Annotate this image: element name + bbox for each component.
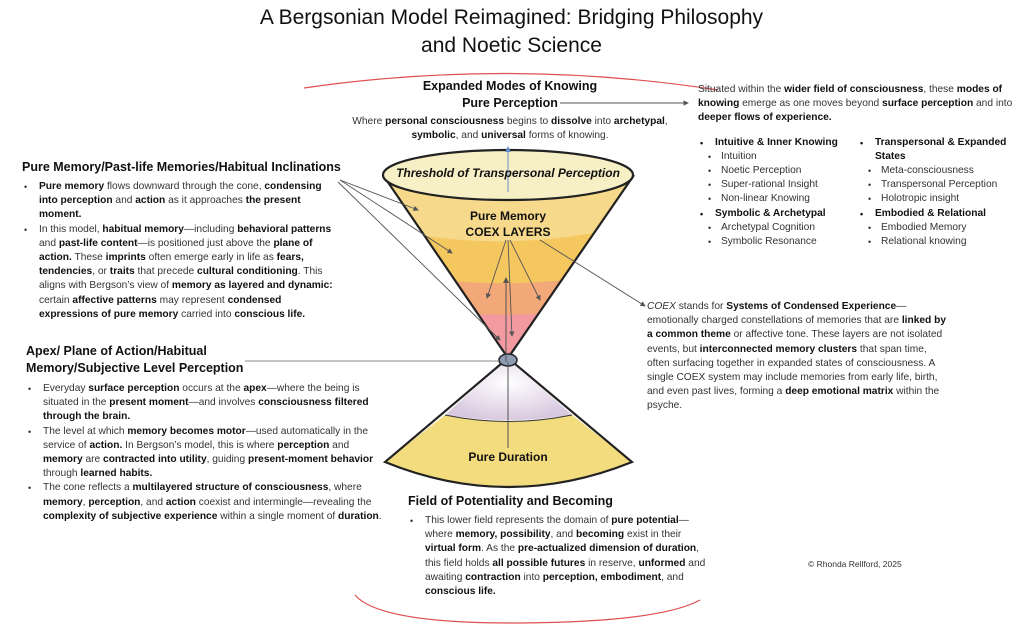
copyright: © Rhonda Rellford, 2025 — [808, 559, 902, 569]
modes-columns: Intuitive & Inner KnowingIntuitionNoetic… — [698, 136, 1013, 250]
pure-perception-title: Pure Perception — [462, 96, 558, 110]
apex-bullet: The cone reflects a multilayered structu… — [26, 481, 386, 524]
apex-heading: Apex/ Plane of Action/Habitual Memory/Su… — [26, 343, 386, 377]
pure-duration-label: Pure Duration — [468, 450, 548, 464]
apex-bullet: Everyday surface perception occurs at th… — [26, 382, 386, 425]
potentiality-panel: Field of Potentiality and Becoming This … — [408, 494, 708, 599]
potentiality-bullet: This lower field represents the domain o… — [408, 514, 708, 599]
modes-of-knowing-panel: Situated within the wider field of consc… — [698, 83, 1013, 249]
mode-group-items: Archetypal CognitionSymbolic Resonance — [698, 221, 846, 250]
title-line-2: and Noetic Science — [421, 34, 602, 57]
mode-item: Intuition — [698, 150, 846, 164]
mode-item: Archetypal Cognition — [698, 221, 846, 235]
pure-memory-bullet: In this model, habitual memory—including… — [22, 223, 342, 322]
pure-memory-heading: Pure Memory/Past-life Memories/Habitual … — [22, 160, 341, 174]
diagram-title: A Bergsonian Model Reimagined: Bridging … — [0, 4, 1023, 60]
expanded-modes-desc: Where personal consciousness begins to d… — [352, 116, 668, 142]
mode-item: Transpersonal Perception — [858, 178, 1013, 192]
apex-bullets: Everyday surface perception occurs at th… — [26, 382, 386, 524]
mode-item: Noetic Perception — [698, 164, 846, 178]
pointer-arrow — [339, 179, 453, 254]
lower-cone-body — [385, 415, 632, 486]
mode-group-label: Intuitive & Inner Knowing — [698, 136, 846, 150]
pure-memory-panel: Pure Memory/Past-life Memories/Habitual … — [22, 160, 342, 322]
mode-item: Super-rational Insight — [698, 178, 846, 192]
potentiality-heading: Field of Potentiality and Becoming — [408, 494, 613, 508]
mode-item: Symbolic Resonance — [698, 235, 846, 249]
mode-item: Meta-consciousness — [858, 164, 1013, 178]
coex-arrow — [507, 239, 515, 337]
pure-memory-label: Pure Memory COEX LAYERS — [440, 208, 576, 240]
coex-arrow — [509, 239, 541, 301]
coex-arrow — [539, 239, 646, 307]
mode-group-label: Embodied & Relational — [858, 207, 1013, 221]
mode-group-label: Symbolic & Archetypal — [698, 207, 846, 221]
mode-group-items: Embodied MemoryRelational knowing — [858, 221, 1013, 250]
apex-panel: Apex/ Plane of Action/Habitual Memory/Su… — [26, 343, 386, 524]
mode-item: Non-linear Knowing — [698, 192, 846, 206]
threshold-label: Threshold of Transpersonal Perception — [396, 166, 620, 180]
modes-column: Intuitive & Inner KnowingIntuitionNoetic… — [698, 136, 846, 250]
coex-panel: COEX stands for Systems of Condensed Exp… — [647, 301, 946, 412]
title-line-1: A Bergsonian Model Reimagined: Bridging … — [259, 6, 764, 29]
bottom-arc — [354, 594, 701, 624]
potentiality-bullets: This lower field represents the domain o… — [408, 514, 708, 599]
mode-item: Relational knowing — [858, 235, 1013, 249]
mode-item: Embodied Memory — [858, 221, 1013, 235]
mode-group-items: IntuitionNoetic PerceptionSuper-rational… — [698, 150, 846, 207]
pointer-arrow — [337, 181, 501, 341]
apex-heading-line-2: Memory/Subjective Level Perception — [26, 361, 244, 375]
mode-group-label: Transpersonal & Expanded States — [858, 136, 1013, 164]
coex-layers-label: COEX LAYERS — [465, 225, 551, 239]
apex-bullet: The level at which memory becomes motor—… — [26, 425, 386, 482]
mode-group-items: Meta-consciousnessTranspersonal Percepti… — [858, 164, 1013, 207]
pure-memory-label-1: Pure Memory — [469, 209, 547, 223]
pure-memory-bullets: Pure memory flows downward through the c… — [22, 180, 342, 322]
top-arc — [303, 72, 719, 91]
pointer-arrow — [339, 179, 419, 211]
coex-arrow — [485, 239, 507, 299]
pure-memory-bullet: Pure memory flows downward through the c… — [22, 180, 342, 223]
lower-cone-outline — [382, 356, 635, 489]
expanded-modes-title: Expanded Modes of Knowing — [422, 79, 598, 93]
apex-heading-line-1: Apex/ Plane of Action/Habitual — [26, 344, 207, 358]
modes-column: Transpersonal & Expanded StatesMeta-cons… — [858, 136, 1013, 250]
mode-item: Holotropic insight — [858, 192, 1013, 206]
expanded-modes-heading: Expanded Modes of Knowing Pure Perceptio… — [400, 78, 620, 112]
modes-intro: Situated within the wider field of consc… — [698, 84, 1013, 124]
